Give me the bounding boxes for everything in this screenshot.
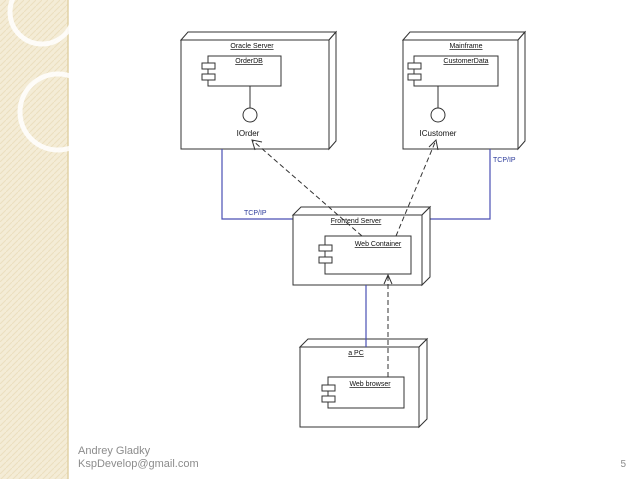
link-label-tcpip-right: TCP/IP xyxy=(493,157,516,164)
sidebar-decoration xyxy=(0,0,99,479)
component-label-customerdata: CustomerData xyxy=(443,58,488,65)
component-web-container: Web Container xyxy=(318,235,412,275)
connector-tcpip-mainframe: TCP/IP xyxy=(430,149,516,220)
page-number: 5 xyxy=(620,459,626,470)
component-orderdb: OrderDB xyxy=(201,55,282,87)
node-title-a-pc: a PC xyxy=(348,350,364,357)
connector-tcpip-oracle: TCP/IP xyxy=(221,149,293,220)
component-web-browser: Web browser xyxy=(321,376,405,409)
interface-iorder-lollipop xyxy=(242,107,258,123)
component-customerdata: CustomerData xyxy=(407,55,499,87)
node-frontend-server: Frontend Server Web Container xyxy=(291,205,432,287)
interface-icustomer-lollipop xyxy=(430,107,446,123)
dependency-web-container-to-iorder xyxy=(251,139,363,237)
dependency-web-container-to-icustomer xyxy=(395,138,439,237)
node-mainframe: Mainframe CustomerData ICustomer xyxy=(401,30,527,151)
node-title-mainframe: Mainframe xyxy=(449,43,482,50)
decor-circle-upper xyxy=(7,0,77,47)
node-a-pc: a PC Web browser xyxy=(298,337,429,429)
footer-author: Andrey Gladky xyxy=(78,445,151,457)
dependency-web-browser-to-web-container xyxy=(383,273,393,377)
interface-label-icustomer: ICustomer xyxy=(420,129,457,138)
node-title-frontend-server: Frontend Server xyxy=(331,218,382,225)
node-title-oracle-server: Oracle Server xyxy=(230,43,274,50)
component-label-web-browser: Web browser xyxy=(349,381,391,388)
decor-circle-lower xyxy=(17,71,99,153)
footer-email: KspDevelop@gmail.com xyxy=(78,458,199,470)
node-oracle-server: Oracle Server OrderDB IOrder xyxy=(179,30,338,151)
link-label-tcpip-left: TCP/IP xyxy=(244,210,267,217)
component-label-web-container: Web Container xyxy=(355,241,402,248)
interface-label-iorder: IOrder xyxy=(237,129,260,138)
component-label-orderdb: OrderDB xyxy=(235,58,263,65)
